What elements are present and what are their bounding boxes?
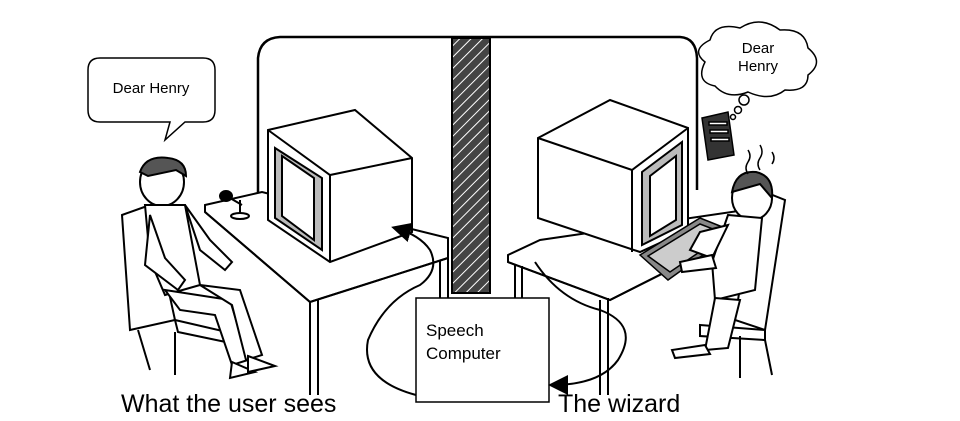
thought-line-2: Henry [737, 58, 778, 75]
microphone-icon [219, 190, 250, 220]
caption-user-side: What the user sees [121, 390, 337, 418]
wizard-person [670, 170, 787, 378]
speech-bubble [87, 57, 216, 143]
user-person [120, 156, 279, 380]
thinking-marks [745, 144, 775, 175]
left-monitor [267, 108, 413, 264]
cable-from-wizard [534, 261, 627, 395]
speech-computer-label: Speech Computer [426, 320, 501, 366]
speech-computer-line-2: Computer [426, 343, 501, 363]
speech-bubble-text: Dear Henry [112, 80, 190, 97]
thought-bubble-text: Dear Henry [708, 40, 808, 76]
server-tower-icon [701, 111, 735, 161]
speech-computer-line-1: Speech [426, 321, 484, 340]
speech-computer-box [415, 297, 550, 403]
thought-bubble [697, 21, 818, 121]
cable-to-user-monitor [366, 222, 435, 396]
thought-line-1: Dear [741, 40, 775, 57]
right-monitor [537, 98, 689, 254]
caption-wizard-side: The wizard [558, 390, 681, 418]
partition-wall [451, 37, 491, 294]
